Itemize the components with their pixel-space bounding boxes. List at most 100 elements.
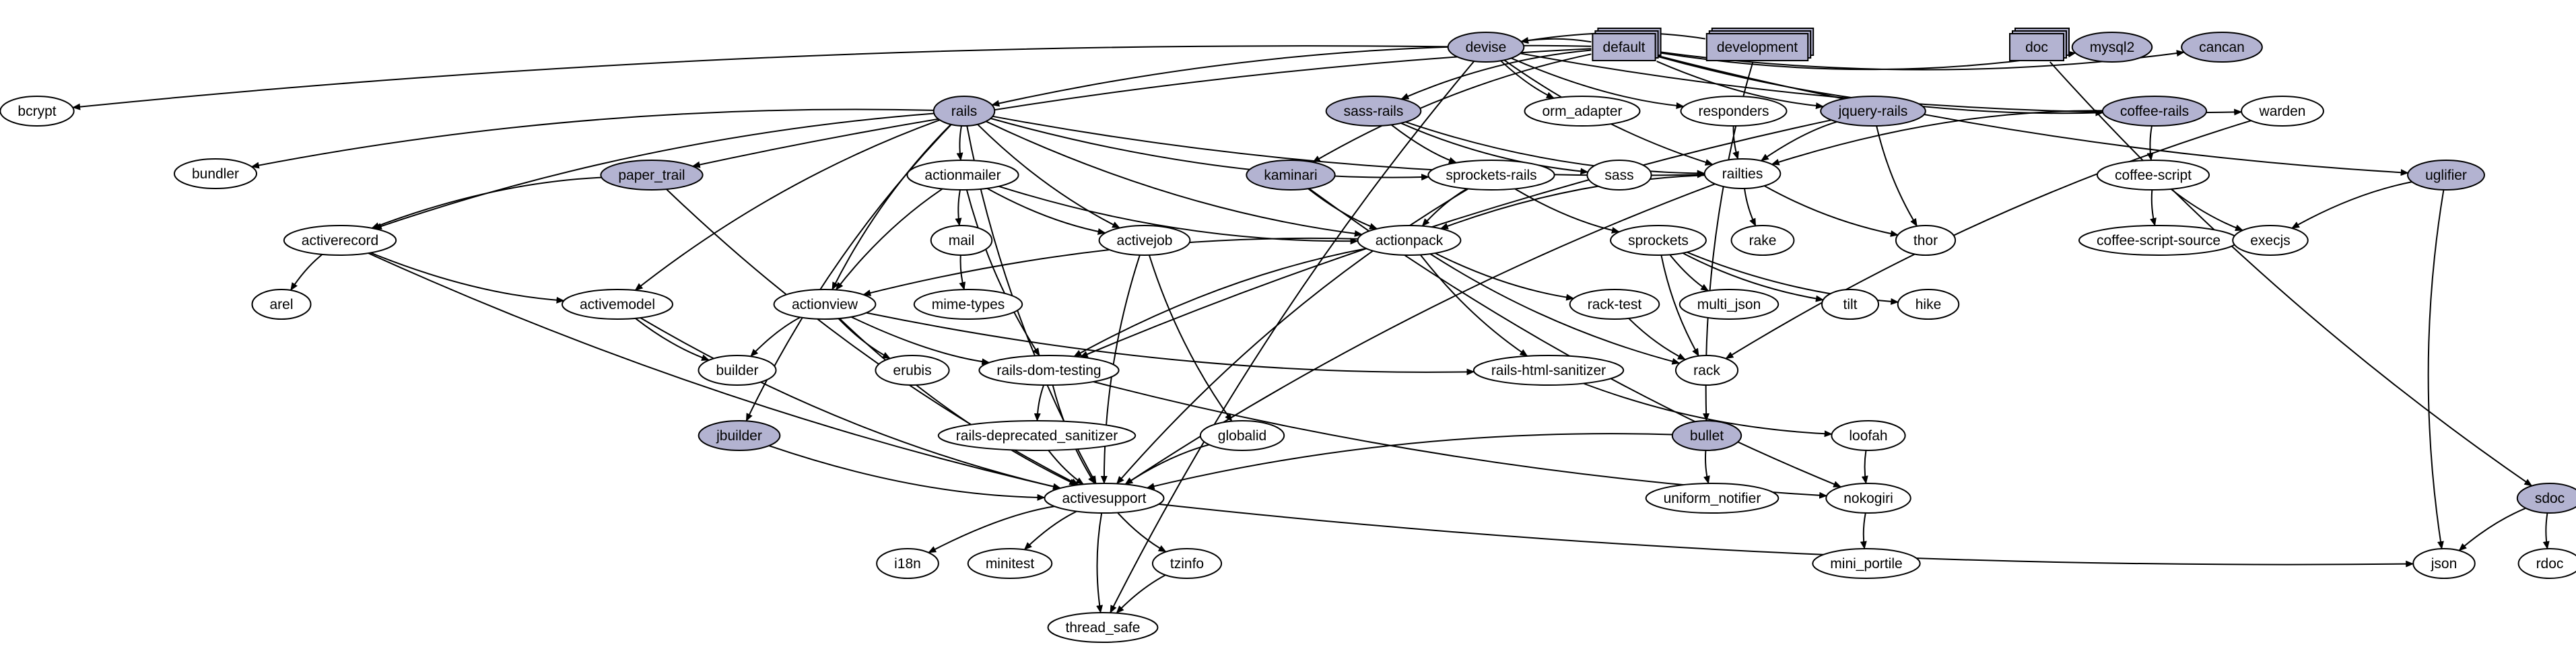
node-rake: rake xyxy=(1730,225,1795,256)
node-bullet: bullet xyxy=(1671,420,1742,451)
node-json: json xyxy=(2412,548,2476,579)
node-label: mime-types xyxy=(932,297,1005,312)
node-label: erubis xyxy=(893,363,931,378)
node-ellipse xyxy=(1680,96,1788,127)
node-ellipse xyxy=(2181,32,2263,63)
edge-tzinfo-to-thread-safe xyxy=(1116,574,1166,614)
node-box xyxy=(2009,33,2064,61)
edge-actionview-to-activesupport xyxy=(839,318,1078,486)
node-label: cancan xyxy=(2199,40,2245,55)
node-activemodel: activemodel xyxy=(561,289,674,320)
node-ellipse xyxy=(1246,160,1336,191)
node-activejob: activejob xyxy=(1098,225,1191,256)
node-ellipse xyxy=(698,420,781,451)
node-rails-html-sanitizer: rails-html-sanitizer xyxy=(1472,355,1625,386)
edge-railties-to-actionpack xyxy=(1439,174,1705,230)
node-label: jbuilder xyxy=(716,428,762,444)
node-orm-adapter: orm_adapter xyxy=(1524,96,1641,127)
edge-activerecord-to-activesupport xyxy=(368,252,1061,490)
node-sprockets-rails: sprockets-rails xyxy=(1427,160,1555,191)
node-label: thread_safe xyxy=(1066,620,1141,636)
node-ellipse xyxy=(1447,32,1525,63)
edge-default-to-jquery-rails xyxy=(1656,61,1824,110)
edge-sass-rails-to-sprockets-rails xyxy=(1390,124,1457,164)
node-label: actionpack xyxy=(1376,233,1444,248)
edge-jquery-rails-to-thor xyxy=(1876,125,1918,227)
edge-actionpack-to-rails-html-sanitizer xyxy=(1419,254,1528,357)
node-ellipse xyxy=(1820,96,1926,127)
node-label: globalid xyxy=(1218,428,1266,444)
node-ellipse xyxy=(2232,225,2309,256)
edge-rails-deprecated-sanitizer-to-activesupport xyxy=(1048,450,1085,485)
node-thor: thor xyxy=(1895,225,1957,256)
edge-jquery-rails-to-rails-dom-testing xyxy=(1079,119,1832,358)
edge-railties-to-rake xyxy=(1744,188,1757,227)
node-label: rails-dom-testing xyxy=(996,363,1101,378)
node-label: nokogiri xyxy=(1843,491,1893,506)
edge-actionview-to-rails-dom-testing xyxy=(850,316,990,366)
node-ellipse xyxy=(1897,289,1960,320)
edge-sass-rails-to-sass xyxy=(1400,122,1589,175)
node-ellipse xyxy=(600,160,704,191)
node-bcrypt: bcrypt xyxy=(0,96,75,127)
node-ellipse xyxy=(1569,289,1660,320)
node-tzinfo: tzinfo xyxy=(1151,548,1223,579)
node-ellipse xyxy=(698,355,777,386)
edge-sprockets-rails-to-sprockets xyxy=(1514,188,1620,234)
node-label: loofah xyxy=(1849,428,1887,444)
node-development: development xyxy=(1705,28,1815,61)
node-execjs: execjs xyxy=(2232,225,2309,256)
node-ellipse xyxy=(2412,548,2476,579)
edge-uglifier-to-json xyxy=(2427,189,2445,550)
node-tilt: tilt xyxy=(1821,289,1879,320)
node-mime-types: mime-types xyxy=(913,289,1023,320)
node-ellipse xyxy=(1044,483,1165,514)
edge-bullet-to-uniform-notifier xyxy=(1703,450,1710,484)
node-ellipse xyxy=(906,160,1019,191)
edge-default-to-paper-trail xyxy=(691,48,1592,168)
edge-sdoc-to-json xyxy=(2458,507,2526,551)
node-ellipse xyxy=(1098,225,1191,256)
node-ellipse xyxy=(2101,96,2208,127)
edge-activejob-to-globalid xyxy=(1148,254,1233,422)
node-ellipse xyxy=(561,289,674,320)
edge-activesupport-to-i18n xyxy=(928,506,1055,553)
edge-rails-to-activerecord xyxy=(373,112,935,230)
node-ellipse xyxy=(1730,225,1795,256)
node-builder: builder xyxy=(698,355,777,386)
edge-actionpack-to-rails-dom-testing xyxy=(1073,248,1367,357)
node-label: doc xyxy=(2025,40,2048,55)
edge-coffee-script-to-execjs xyxy=(2170,189,2244,232)
edge-globalid-to-activesupport xyxy=(1124,444,1210,485)
node-label: bullet xyxy=(1690,428,1724,444)
node-label: mail xyxy=(949,233,975,248)
node-ellipse xyxy=(876,548,939,579)
edge-coffee-rails-to-coffee-script xyxy=(2146,125,2154,161)
node-mysql2: mysql2 xyxy=(2071,32,2153,63)
edge-sprockets-to-rack xyxy=(1660,254,1699,357)
node-ellipse xyxy=(1671,420,1742,451)
edge-activesupport-to-thread-safe xyxy=(1096,512,1104,613)
edge-actionmailer-to-actionpack xyxy=(998,185,1359,245)
edge-bullet-to-activesupport xyxy=(1146,433,1672,489)
node-paper-trail: paper_trail xyxy=(600,160,704,191)
node-label: activemodel xyxy=(580,297,655,312)
node-label: actionmailer xyxy=(924,168,1001,183)
node-label: actionview xyxy=(792,297,858,312)
node-label: sprockets-rails xyxy=(1446,168,1536,183)
edge-jbuilder-to-activesupport xyxy=(768,445,1046,501)
edge-activerecord-to-activemodel xyxy=(370,252,565,304)
edge-paper-trail-to-activerecord xyxy=(371,176,602,229)
node-coffee-script: coffee-script xyxy=(2096,160,2210,191)
node-railties: railties xyxy=(1703,158,1782,189)
node-label: builder xyxy=(716,363,758,378)
edge-default-to-sass-rails xyxy=(1400,49,1592,100)
node-box xyxy=(1705,33,1809,61)
node-i18n: i18n xyxy=(876,548,939,579)
node-sass-rails: sass-rails xyxy=(1325,96,1422,127)
node-ellipse xyxy=(1586,160,1652,191)
node-label: hike xyxy=(1916,297,1942,312)
edge-devise-to-responders xyxy=(1511,57,1685,109)
node-label: uglifier xyxy=(2425,168,2467,183)
node-label: rake xyxy=(1749,233,1777,248)
